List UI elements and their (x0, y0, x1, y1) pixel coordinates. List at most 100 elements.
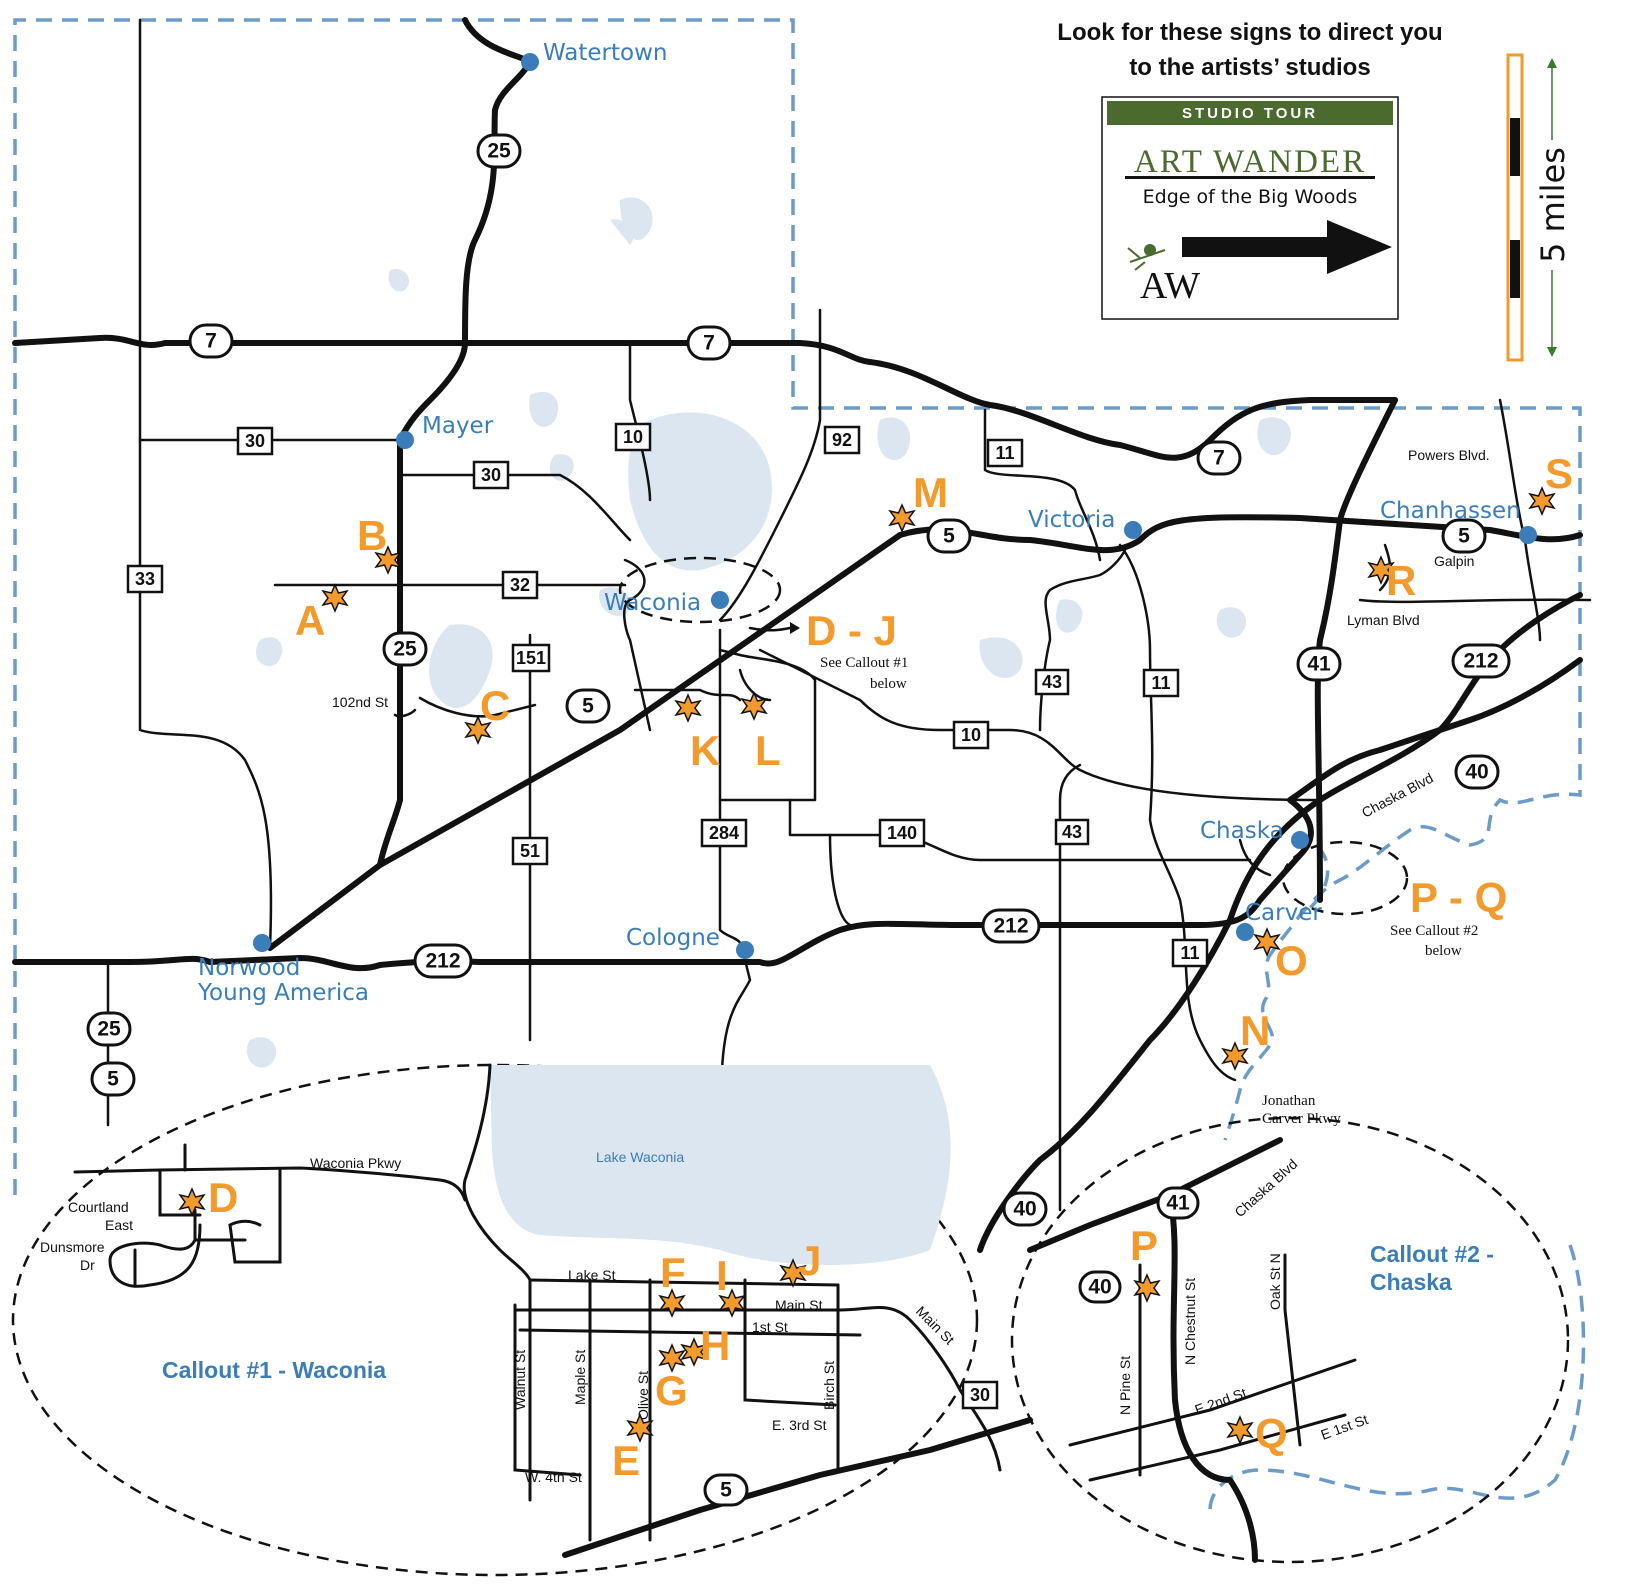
label-jonathan-line2: Carver Pkwy (1262, 1111, 1341, 1127)
studio-q-label: Q (1255, 1410, 1288, 1457)
callout1-title: Callout #1 - Waconia (162, 1357, 386, 1383)
svg-text:32: 32 (510, 575, 530, 595)
label-main-st-diag: Main St (913, 1303, 958, 1348)
route-212-shield-west: 212 (413, 943, 473, 979)
studio-f-label: F (660, 1249, 686, 1296)
route-7-shield-west: 7 (188, 323, 234, 359)
town-mayer: Mayer (422, 413, 494, 439)
svg-text:51: 51 (520, 841, 540, 861)
studio-tour-sign: STUDIO TOUR ART WANDER Edge of the Big W… (1101, 96, 1399, 320)
route-30-box-east: 30 (472, 460, 510, 490)
callout2-title-line1: Callout #2 - (1370, 1241, 1494, 1267)
route-40-shield-callout2: 40 (1078, 1270, 1122, 1304)
svg-text:212: 212 (993, 915, 1028, 938)
studio-m-star (889, 504, 915, 532)
arrow-right-icon (1182, 220, 1392, 274)
svg-text:40: 40 (1013, 1198, 1036, 1221)
svg-text:40: 40 (1465, 761, 1488, 784)
lakes (246, 197, 1291, 1068)
label-oak-st-n: Oak St N (1267, 1253, 1283, 1310)
aw-logo-icon: AW (1127, 244, 1200, 307)
town-waconia: Waconia (604, 590, 701, 616)
svg-text:30: 30 (970, 1385, 990, 1405)
label-main-st: Main St (775, 1297, 823, 1313)
studio-d-label: D (208, 1174, 238, 1221)
see-callout2-line1: See Callout #2 (1390, 923, 1478, 939)
svg-text:25: 25 (97, 1018, 121, 1041)
legend-line2: to the artists’ studios (1129, 54, 1370, 81)
studio-l-star (741, 692, 767, 720)
route-43-box-north: 43 (1034, 668, 1070, 696)
svg-text:25: 25 (393, 638, 417, 661)
callout1-waconia: 5 30 Lake Waconia Waconia Pkwy Courtland… (11, 1063, 1033, 1577)
label-102nd-st: 102nd St (332, 694, 388, 710)
studio-j-label: J (798, 1237, 821, 1284)
town-dots (253, 53, 1537, 959)
route-11-box-north: 11 (986, 438, 1024, 468)
route-25-shield-north: 25 (476, 133, 522, 169)
see-callout2-line2: below (1425, 943, 1462, 959)
label-galpin: Galpin (1434, 553, 1474, 569)
svg-text:43: 43 (1062, 822, 1082, 842)
town-carver: Carver (1245, 900, 1322, 926)
svg-text:25: 25 (487, 140, 511, 163)
studio-s-label: S (1545, 450, 1573, 497)
aw-logo-text: AW (1140, 265, 1200, 307)
studio-i-label: I (716, 1252, 728, 1299)
town-cologne: Cologne (626, 925, 720, 951)
route-5-shield-mid: 5 (565, 688, 611, 724)
route-151-box: 151 (511, 643, 551, 673)
studio-o-label: O (1275, 937, 1308, 984)
route-40-shield-east: 40 (1454, 754, 1500, 790)
svg-text:140: 140 (887, 823, 917, 843)
studio-m-label: M (913, 469, 948, 516)
svg-text:7: 7 (703, 332, 715, 355)
route-92-box: 92 (823, 425, 861, 455)
studio-pq-label: P - Q (1410, 874, 1507, 921)
svg-text:30: 30 (245, 431, 265, 451)
route-30-box-west: 30 (236, 426, 274, 456)
callout1-area-ellipse (618, 556, 782, 624)
town-watertown: Watertown (543, 40, 667, 66)
route-212-shield-mid: 212 (981, 908, 1041, 944)
label-lake-st: Lake St (568, 1267, 616, 1283)
scale-label: 5 miles (1534, 147, 1572, 263)
route-shields-oval: 25 7 7 7 5 5 25 5 41 212 40 212 212 25 5… (86, 133, 1511, 1227)
svg-text:33: 33 (135, 569, 155, 589)
studio-p-label: P (1130, 1222, 1158, 1269)
route-10-box-north: 10 (614, 422, 652, 452)
route-7-shield-mid: 7 (686, 325, 732, 361)
studio-h-label: H (700, 1322, 730, 1369)
svg-text:7: 7 (1213, 447, 1225, 470)
studio-a-label: A (295, 597, 325, 644)
label-dunsmore-line2: Dr (80, 1257, 95, 1273)
label-walnut-st: Walnut St (512, 1350, 528, 1410)
svg-text:5: 5 (720, 1479, 732, 1502)
label-n-pine-st: N Pine St (1117, 1356, 1133, 1415)
label-waconia-pkwy: Waconia Pkwy (310, 1155, 401, 1171)
label-w-4th-st: W. 4th St (525, 1469, 582, 1485)
route-41-shield-callout2: 41 (1156, 1186, 1200, 1220)
svg-text:92: 92 (832, 430, 852, 450)
town-young-america: Young America (197, 980, 369, 1006)
route-7-shield-east: 7 (1196, 440, 1242, 476)
label-courtland-line1: Courtland (68, 1199, 129, 1215)
label-dunsmore-line1: Dunsmore (40, 1239, 105, 1255)
label-e-2nd-st: E 2nd St (1193, 1384, 1249, 1417)
studio-dj-label: D - J (806, 607, 897, 654)
svg-text:212: 212 (425, 950, 460, 973)
callout2-area-ellipse (1281, 840, 1409, 916)
studio-k-star (675, 694, 701, 722)
studio-k-label: K (690, 727, 720, 774)
svg-text:41: 41 (1166, 1192, 1190, 1215)
route-33-box: 33 (126, 564, 164, 594)
svg-text:11: 11 (995, 443, 1014, 463)
route-11-box-mid: 11 (1142, 668, 1180, 698)
label-1st-st: 1st St (752, 1319, 788, 1335)
label-lyman-blvd: Lyman Blvd (1347, 612, 1420, 628)
label-olive-st: Olive St (635, 1371, 651, 1420)
route-140-box: 140 (878, 818, 926, 848)
studio-g-label: G (655, 1367, 688, 1414)
route-10-box-south: 10 (952, 720, 990, 750)
label-chaska-blvd-callout2: Chaska Blvd (1231, 1156, 1300, 1220)
